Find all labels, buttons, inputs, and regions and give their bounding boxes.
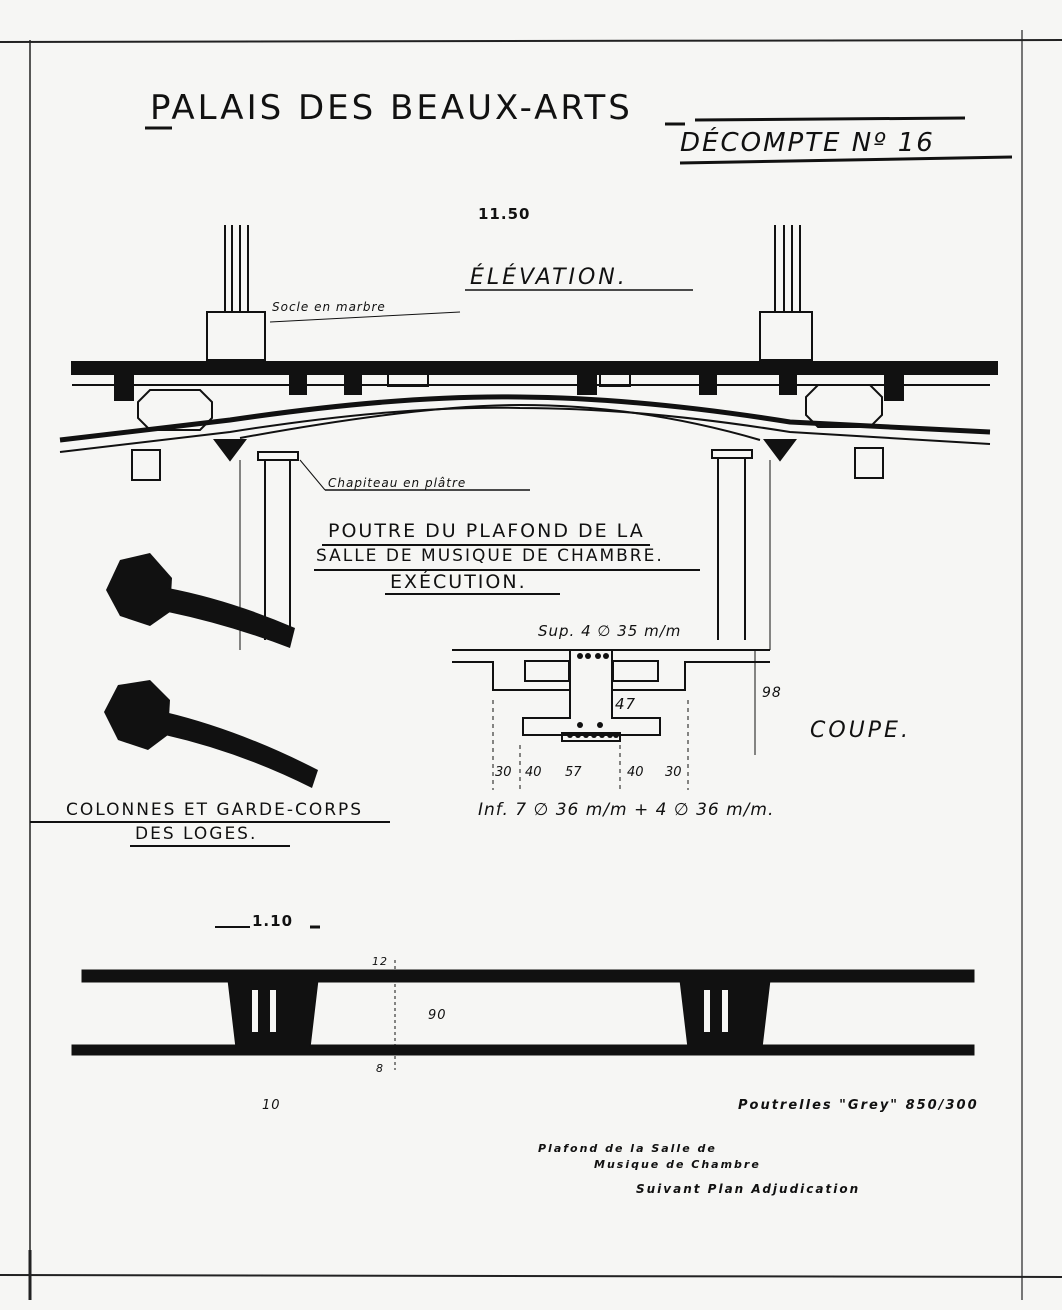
coupe-sup-reinforcement: Sup. 4 ∅ 35 m/m — [538, 622, 682, 640]
plafond-note-line3: Suivant Plan Adjudication — [636, 1182, 861, 1196]
plafond-dim-8: 8 — [376, 1062, 384, 1075]
plafond-dim-90: 90 — [428, 1008, 447, 1023]
chapiteau-label: Chapiteau en plâtre — [328, 476, 467, 490]
coupe-inner-dim: 47 — [615, 695, 637, 713]
plafond-section — [71, 925, 975, 1070]
socle-label: Socle en marbre — [272, 300, 386, 314]
plafond-dim-12: 12 — [372, 955, 388, 968]
elevation-drawing — [59, 225, 998, 650]
dim-57: 57 — [565, 765, 582, 780]
coupe-section — [452, 649, 770, 790]
poutre-title-line3: EXÉCUTION. — [390, 571, 527, 593]
column-sketches — [104, 553, 318, 788]
plafond-note-line2: Musique de Chambre — [594, 1158, 761, 1171]
dim-40-right: 40 — [627, 765, 644, 780]
title-underlines — [145, 116, 1013, 291]
dim-40-left: 40 — [525, 765, 542, 780]
dim-30-right: 30 — [665, 765, 682, 780]
plafond-dim-bottom: 10 — [262, 1098, 281, 1113]
poutre-title-line1: POUTRE DU PLAFOND DE LA — [328, 520, 645, 542]
colonnes-title-line2: DES LOGES. — [135, 824, 258, 844]
decompte-number: DÉCOMPTE Nº 16 — [680, 128, 935, 158]
colonnes-title-line1: COLONNES ET GARDE-CORPS — [66, 800, 364, 820]
dim-30-left: 30 — [495, 765, 512, 780]
poutrelles-note: Poutrelles "Grey" 850/300 — [738, 1098, 979, 1113]
plafond-dim-top: 1.10 — [252, 912, 294, 930]
coupe-height: 98 — [762, 685, 782, 701]
span-dimension: 11.50 — [478, 205, 531, 223]
poutre-title-line2: SALLE DE MUSIQUE DE CHAMBRE. — [316, 546, 664, 566]
plafond-note-line1: Plafond de la Salle de — [538, 1142, 717, 1155]
page-title: PALAIS DES BEAUX-ARTS — [150, 88, 633, 128]
sheet-border — [0, 30, 1062, 1300]
elevation-label: ÉLÉVATION. — [470, 265, 628, 290]
coupe-inf-reinforcement: Inf. 7 ∅ 36 m/m + 4 ∅ 36 m/m. — [478, 800, 775, 820]
coupe-label: COUPE. — [810, 718, 911, 743]
